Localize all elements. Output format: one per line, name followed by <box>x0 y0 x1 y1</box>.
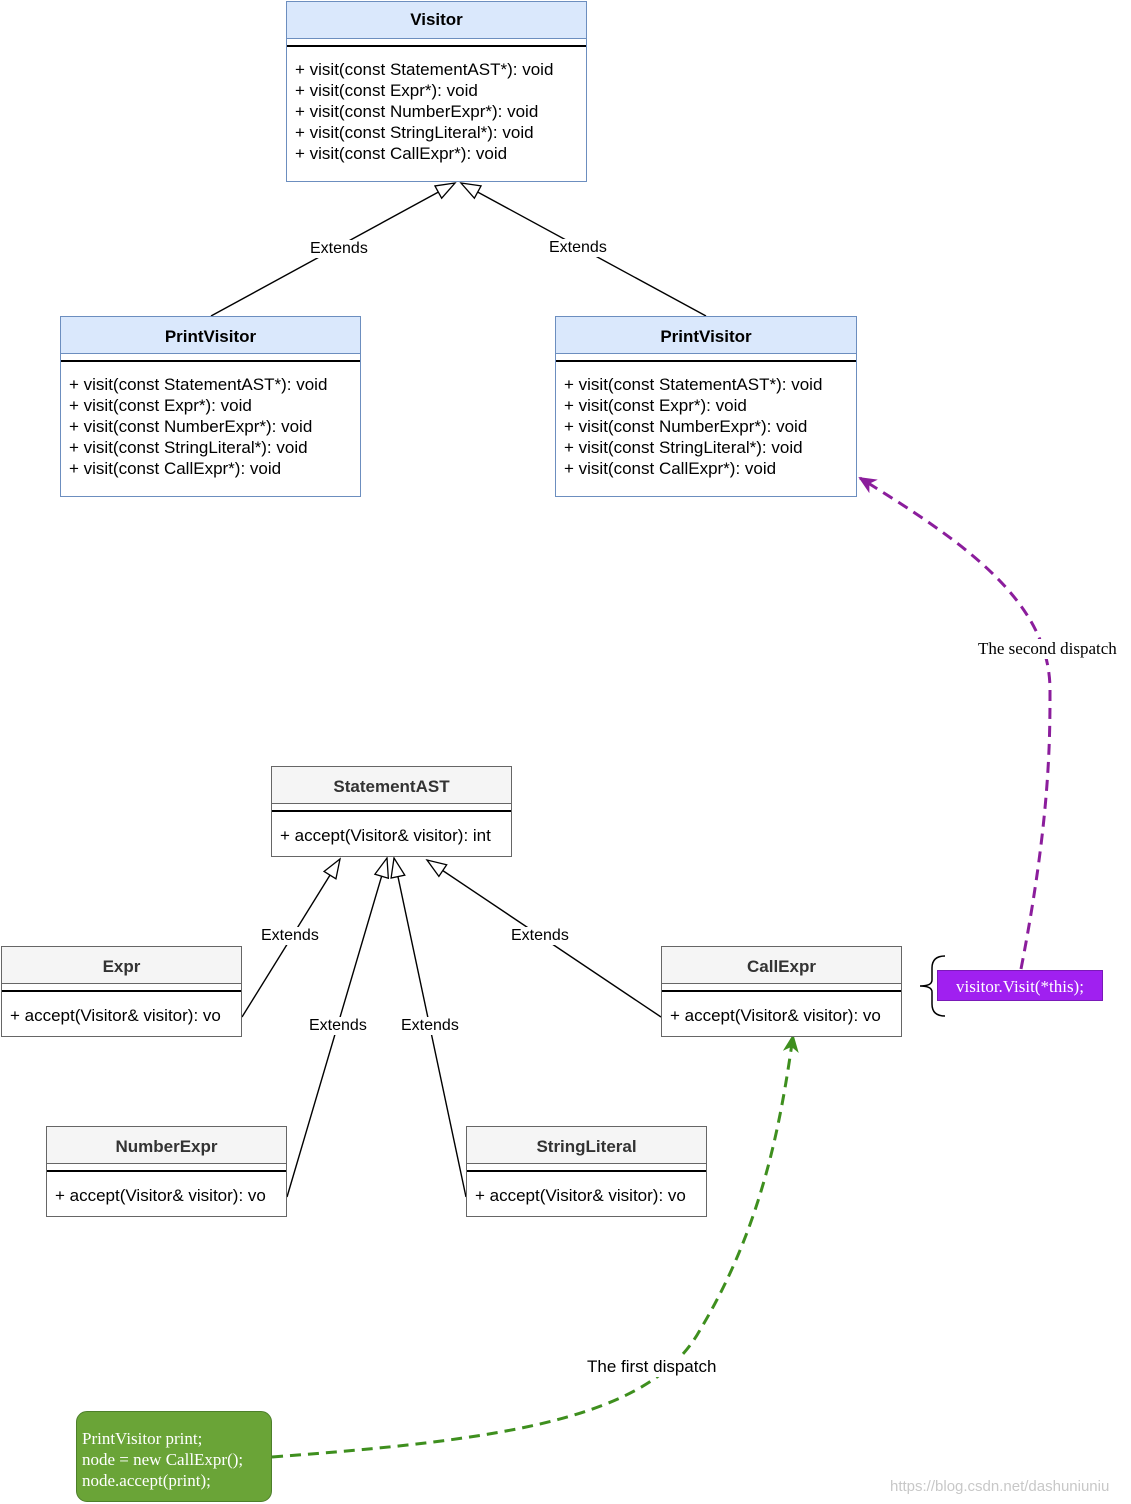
divider <box>467 1164 706 1172</box>
extends-label: Extends <box>399 1017 461 1035</box>
method: + visit(const CallExpr*): void <box>69 459 282 478</box>
stringliteral-class[interactable]: StringLiteral + accept(Visitor& visitor)… <box>466 1126 707 1217</box>
method: + accept(Visitor& visitor): vo <box>670 1006 881 1025</box>
method: + accept(Visitor& visitor): vo <box>55 1186 266 1205</box>
code-line: node.accept(print); <box>82 1471 211 1490</box>
method: + visit(const NumberExpr*): void <box>564 417 808 436</box>
method: + visit(const Expr*): void <box>69 396 252 415</box>
watermark: https://blog.csdn.net/dashuniuniu <box>890 1478 1110 1495</box>
second-dispatch-label: The second dispatch <box>976 639 1119 659</box>
method: + accept(Visitor& visitor): vo <box>10 1006 221 1025</box>
extends-label: Extends <box>307 1017 369 1035</box>
method: + visit(const Expr*): void <box>564 396 747 415</box>
client-code-note[interactable]: PrintVisitor print; node = new CallExpr(… <box>76 1411 272 1502</box>
class-title: StatementAST <box>272 767 511 804</box>
first-dispatch-arrow <box>271 1034 799 1459</box>
visit-call-text: visitor.Visit(*this); <box>956 977 1084 996</box>
method: + visit(const StringLiteral*): void <box>295 123 534 142</box>
method-list: + visit(const StatementAST*): void + vis… <box>287 47 586 164</box>
method: + visit(const StatementAST*): void <box>295 60 554 79</box>
divider <box>61 354 360 362</box>
callexpr-class[interactable]: CallExpr + accept(Visitor& visitor): vo <box>661 946 902 1037</box>
class-title: CallExpr <box>662 947 901 984</box>
divider <box>272 804 511 812</box>
method: + visit(const NumberExpr*): void <box>69 417 313 436</box>
code-line: node = new CallExpr(); <box>82 1450 244 1469</box>
method-list: + visit(const StatementAST*): void + vis… <box>61 362 360 479</box>
printvisitor-left-class[interactable]: PrintVisitor + visit(const StatementAST*… <box>60 316 361 497</box>
method: + visit(const StatementAST*): void <box>564 375 823 394</box>
extends-label: Extends <box>308 240 370 258</box>
class-title: PrintVisitor <box>556 317 856 354</box>
method: + visit(const Expr*): void <box>295 81 478 100</box>
class-title: Expr <box>2 947 241 984</box>
divider <box>2 984 241 992</box>
method: + accept(Visitor& visitor): int <box>280 826 491 845</box>
class-title: PrintVisitor <box>61 317 360 354</box>
method-list: + visit(const StatementAST*): void + vis… <box>556 362 856 479</box>
code-line: PrintVisitor print; <box>82 1429 203 1448</box>
visitor-class[interactable]: Visitor + visit(const StatementAST*): vo… <box>286 1 587 182</box>
second-dispatch-arrow <box>858 476 1052 970</box>
method: + accept(Visitor& visitor): vo <box>475 1186 686 1205</box>
class-title: Visitor <box>287 2 586 39</box>
method: + visit(const StringLiteral*): void <box>69 438 308 457</box>
statementast-class[interactable]: StatementAST + accept(Visitor& visitor):… <box>271 766 512 857</box>
divider <box>662 984 901 992</box>
method: + visit(const CallExpr*): void <box>295 144 508 163</box>
brace <box>919 955 946 1017</box>
class-title: NumberExpr <box>47 1127 286 1164</box>
printvisitor-right-class[interactable]: PrintVisitor + visit(const StatementAST*… <box>555 316 857 497</box>
visit-call-note[interactable]: visitor.Visit(*this); <box>937 970 1103 1001</box>
method: + visit(const StatementAST*): void <box>69 375 328 394</box>
expr-class[interactable]: Expr + accept(Visitor& visitor): vo <box>1 946 242 1037</box>
method: + visit(const NumberExpr*): void <box>295 102 539 121</box>
method: + visit(const StringLiteral*): void <box>564 438 803 457</box>
divider <box>556 354 856 362</box>
extends-label: Extends <box>259 927 321 945</box>
class-title: StringLiteral <box>467 1127 706 1164</box>
divider <box>287 39 586 47</box>
numberexpr-class[interactable]: NumberExpr + accept(Visitor& visitor): v… <box>46 1126 287 1217</box>
extends-label: Extends <box>509 927 571 945</box>
divider <box>47 1164 286 1172</box>
method: + visit(const CallExpr*): void <box>564 459 777 478</box>
first-dispatch-label: The first dispatch <box>585 1357 719 1377</box>
extends-label: Extends <box>547 239 609 257</box>
